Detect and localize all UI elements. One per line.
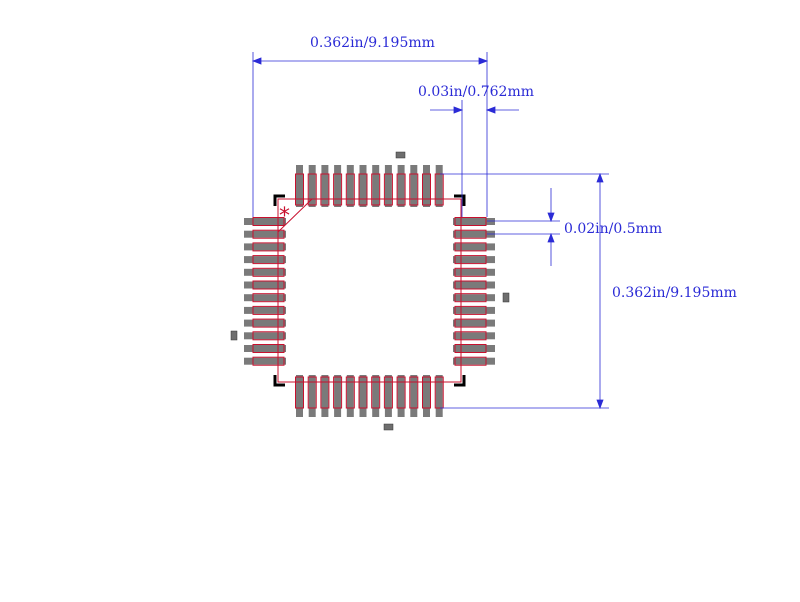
pad-top — [422, 165, 431, 207]
silkscreen-corner-top-right — [454, 194, 466, 206]
pads-bottom-row — [295, 375, 444, 417]
pads-left-column — [244, 217, 286, 366]
pad-left — [244, 267, 286, 277]
fiducial-left — [230, 330, 238, 341]
pad-bottom — [396, 375, 406, 417]
pad-top — [371, 165, 381, 207]
pad-top — [333, 165, 343, 207]
overall-height-label: 0.362in/9.195mm — [612, 285, 737, 301]
width-arrow-left — [251, 57, 262, 65]
pad-bottom — [345, 375, 355, 417]
overall-width-label: 0.362in/9.195mm — [310, 35, 435, 51]
pad-bottom — [383, 375, 393, 417]
pad-right — [453, 267, 495, 277]
pad-left — [244, 331, 286, 341]
pad-top — [434, 165, 444, 207]
pad-top — [358, 165, 368, 207]
package-body-outline — [277, 198, 462, 383]
silkscreen-corner-bottom-left — [273, 375, 285, 387]
pad-left — [244, 217, 286, 226]
pad-left — [244, 344, 286, 353]
pad-bottom — [333, 375, 343, 417]
pad-bottom — [295, 375, 304, 417]
padwidth-arrow-left — [453, 106, 464, 114]
silkscreen-corners — [273, 194, 466, 387]
pad-left — [244, 229, 286, 239]
pad-top — [383, 165, 393, 207]
pitch-arrow-bottom — [547, 232, 555, 243]
pad-right — [453, 255, 495, 265]
pad-right — [453, 331, 495, 341]
pad-right — [453, 318, 495, 328]
pad-right — [453, 242, 495, 252]
pad-width-label: 0.03in/0.762mm — [418, 84, 534, 100]
pin1-chamfer-line — [277, 198, 313, 233]
width-arrow-right — [478, 57, 489, 65]
pad-left — [244, 356, 286, 366]
pad-bottom — [320, 375, 330, 417]
height-arrow-bottom — [596, 399, 604, 410]
silkscreen-corner-bottom-right — [454, 375, 466, 387]
dimension-lines — [251, 52, 609, 410]
pads-right-column — [453, 217, 495, 366]
pad-left — [244, 255, 286, 265]
pads-top-row — [295, 165, 444, 207]
fiducial-top — [395, 151, 406, 159]
pad-top — [320, 165, 330, 207]
pad-right — [453, 217, 495, 226]
pad-left — [244, 318, 286, 328]
pin-pitch-label: 0.02in/0.5mm — [564, 221, 662, 237]
pad-left — [244, 293, 286, 303]
pad-top — [295, 165, 304, 207]
pad-right — [453, 280, 495, 290]
pad-top — [307, 165, 317, 207]
pad-bottom — [307, 375, 317, 417]
pad-bottom — [371, 375, 381, 417]
pad-left — [244, 242, 286, 252]
pitch-arrow-top — [547, 212, 555, 223]
pad-bottom — [422, 375, 431, 417]
pin1-marker: * — [279, 204, 290, 229]
pad-left — [244, 280, 286, 290]
fiducial-right — [502, 292, 510, 303]
pad-top — [396, 165, 406, 207]
padwidth-arrow-right — [485, 106, 496, 114]
pad-left — [244, 305, 286, 315]
height-arrow-top — [596, 172, 604, 183]
pad-bottom — [409, 375, 419, 417]
silkscreen-corner-top-left — [273, 194, 285, 206]
pad-top — [409, 165, 419, 207]
pad-right — [453, 293, 495, 303]
pad-right — [453, 344, 495, 353]
pad-bottom — [434, 375, 444, 417]
pad-right — [453, 356, 495, 366]
pad-right — [453, 305, 495, 315]
pad-top — [345, 165, 355, 207]
pad-right — [453, 229, 495, 239]
fiducial-bottom — [383, 423, 394, 431]
pad-bottom — [358, 375, 368, 417]
